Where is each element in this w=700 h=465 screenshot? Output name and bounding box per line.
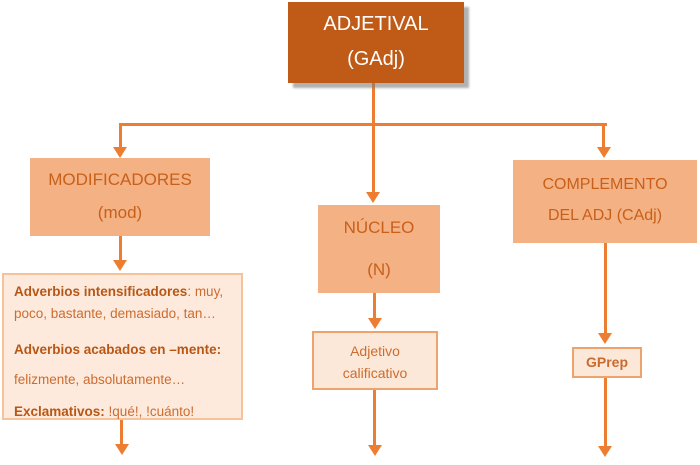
- arrowhead-to-adjetivo: [367, 318, 382, 329]
- arrowhead-to-detail: [113, 260, 127, 271]
- branch-modificadores-abbrev: (mod): [97, 203, 143, 222]
- detail-bold-intensificadores: Adverbios intensificadores: [14, 284, 188, 299]
- leaf-node-gprep: GPrep: [572, 347, 642, 378]
- branch-node-nucleo: NÚCLEO (N): [318, 205, 440, 293]
- arrowhead-detail-bottom: [114, 444, 129, 455]
- arrowhead-to-nucleo: [366, 192, 380, 203]
- detail-examples-mente: felizmente, absolutamente…: [14, 372, 186, 387]
- leaf-adjetivo-line1: Adjetivo: [350, 343, 400, 359]
- connector-right-drop: [602, 123, 605, 148]
- branch-node-complemento: COMPLEMENTO DEL ADJ (CAdj): [513, 160, 697, 243]
- arrowhead-to-gprep: [598, 333, 612, 344]
- connector-comp-to-gprep: [603, 243, 607, 334]
- root-title: ADJETIVAL: [323, 13, 429, 35]
- connector-nucleo-to-adjetivo: [373, 293, 376, 319]
- connector-horizontal-bar: [118, 123, 607, 126]
- detail-bold-exclamativos: Exclamativos:: [14, 404, 105, 419]
- connector-adjetivo-exit: [373, 390, 376, 446]
- branch-nucleo-title: NÚCLEO: [343, 218, 415, 237]
- detail-paragraph-mente: Adverbios acabados en –mente:: [14, 339, 233, 361]
- leaf-adjetivo-line2: calificativo: [342, 365, 408, 381]
- root-subtitle: (GAdj): [347, 48, 405, 70]
- arrowhead-to-modificadores: [113, 147, 127, 158]
- branch-modificadores-title: MODIFICADORES: [48, 170, 192, 189]
- detail-paragraph-ejemplos-mente: felizmente, absolutamente…: [14, 369, 233, 391]
- connector-gprep-exit: [603, 378, 607, 447]
- leaf-gprep-label: GPrep: [585, 354, 628, 370]
- connector-left-drop: [118, 123, 122, 148]
- arrowhead-to-complemento: [596, 147, 611, 158]
- leaf-node-adjetivo-calificativo: Adjetivo calificativo: [312, 331, 438, 390]
- detail-paragraph-exclamativos: Exclamativos: !qué!, !cuánto!: [14, 401, 233, 423]
- branch-complemento-title: COMPLEMENTO: [542, 176, 668, 193]
- modifiers-detail-box: Adverbios intensificadores: muy, poco, b…: [2, 273, 243, 420]
- detail-rest-exclamativos: !qué!, !cuánto!: [104, 404, 195, 419]
- detail-rest-intensificadores: : muy, poco, bastante, demasiado, tan…: [14, 284, 224, 321]
- arrowhead-adjetivo-bottom: [367, 445, 382, 456]
- branch-node-modificadores: MODIFICADORES (mod): [30, 158, 210, 236]
- arrowhead-gprep-bottom: [598, 446, 612, 457]
- branch-complemento-abbrev: DEL ADJ (CAdj): [547, 207, 663, 224]
- root-node-adjetival: ADJETIVAL (GAdj): [288, 2, 464, 83]
- connector-detail-exit: [120, 420, 123, 445]
- connector-root-stem: [371, 83, 375, 124]
- connector-mod-to-detail: [118, 236, 122, 261]
- detail-paragraph-intensificadores: Adverbios intensificadores: muy, poco, b…: [14, 281, 233, 325]
- branch-nucleo-abbrev: (N): [367, 260, 391, 279]
- connector-center-drop: [371, 123, 375, 193]
- detail-bold-mente: Adverbios acabados en –mente:: [14, 342, 222, 357]
